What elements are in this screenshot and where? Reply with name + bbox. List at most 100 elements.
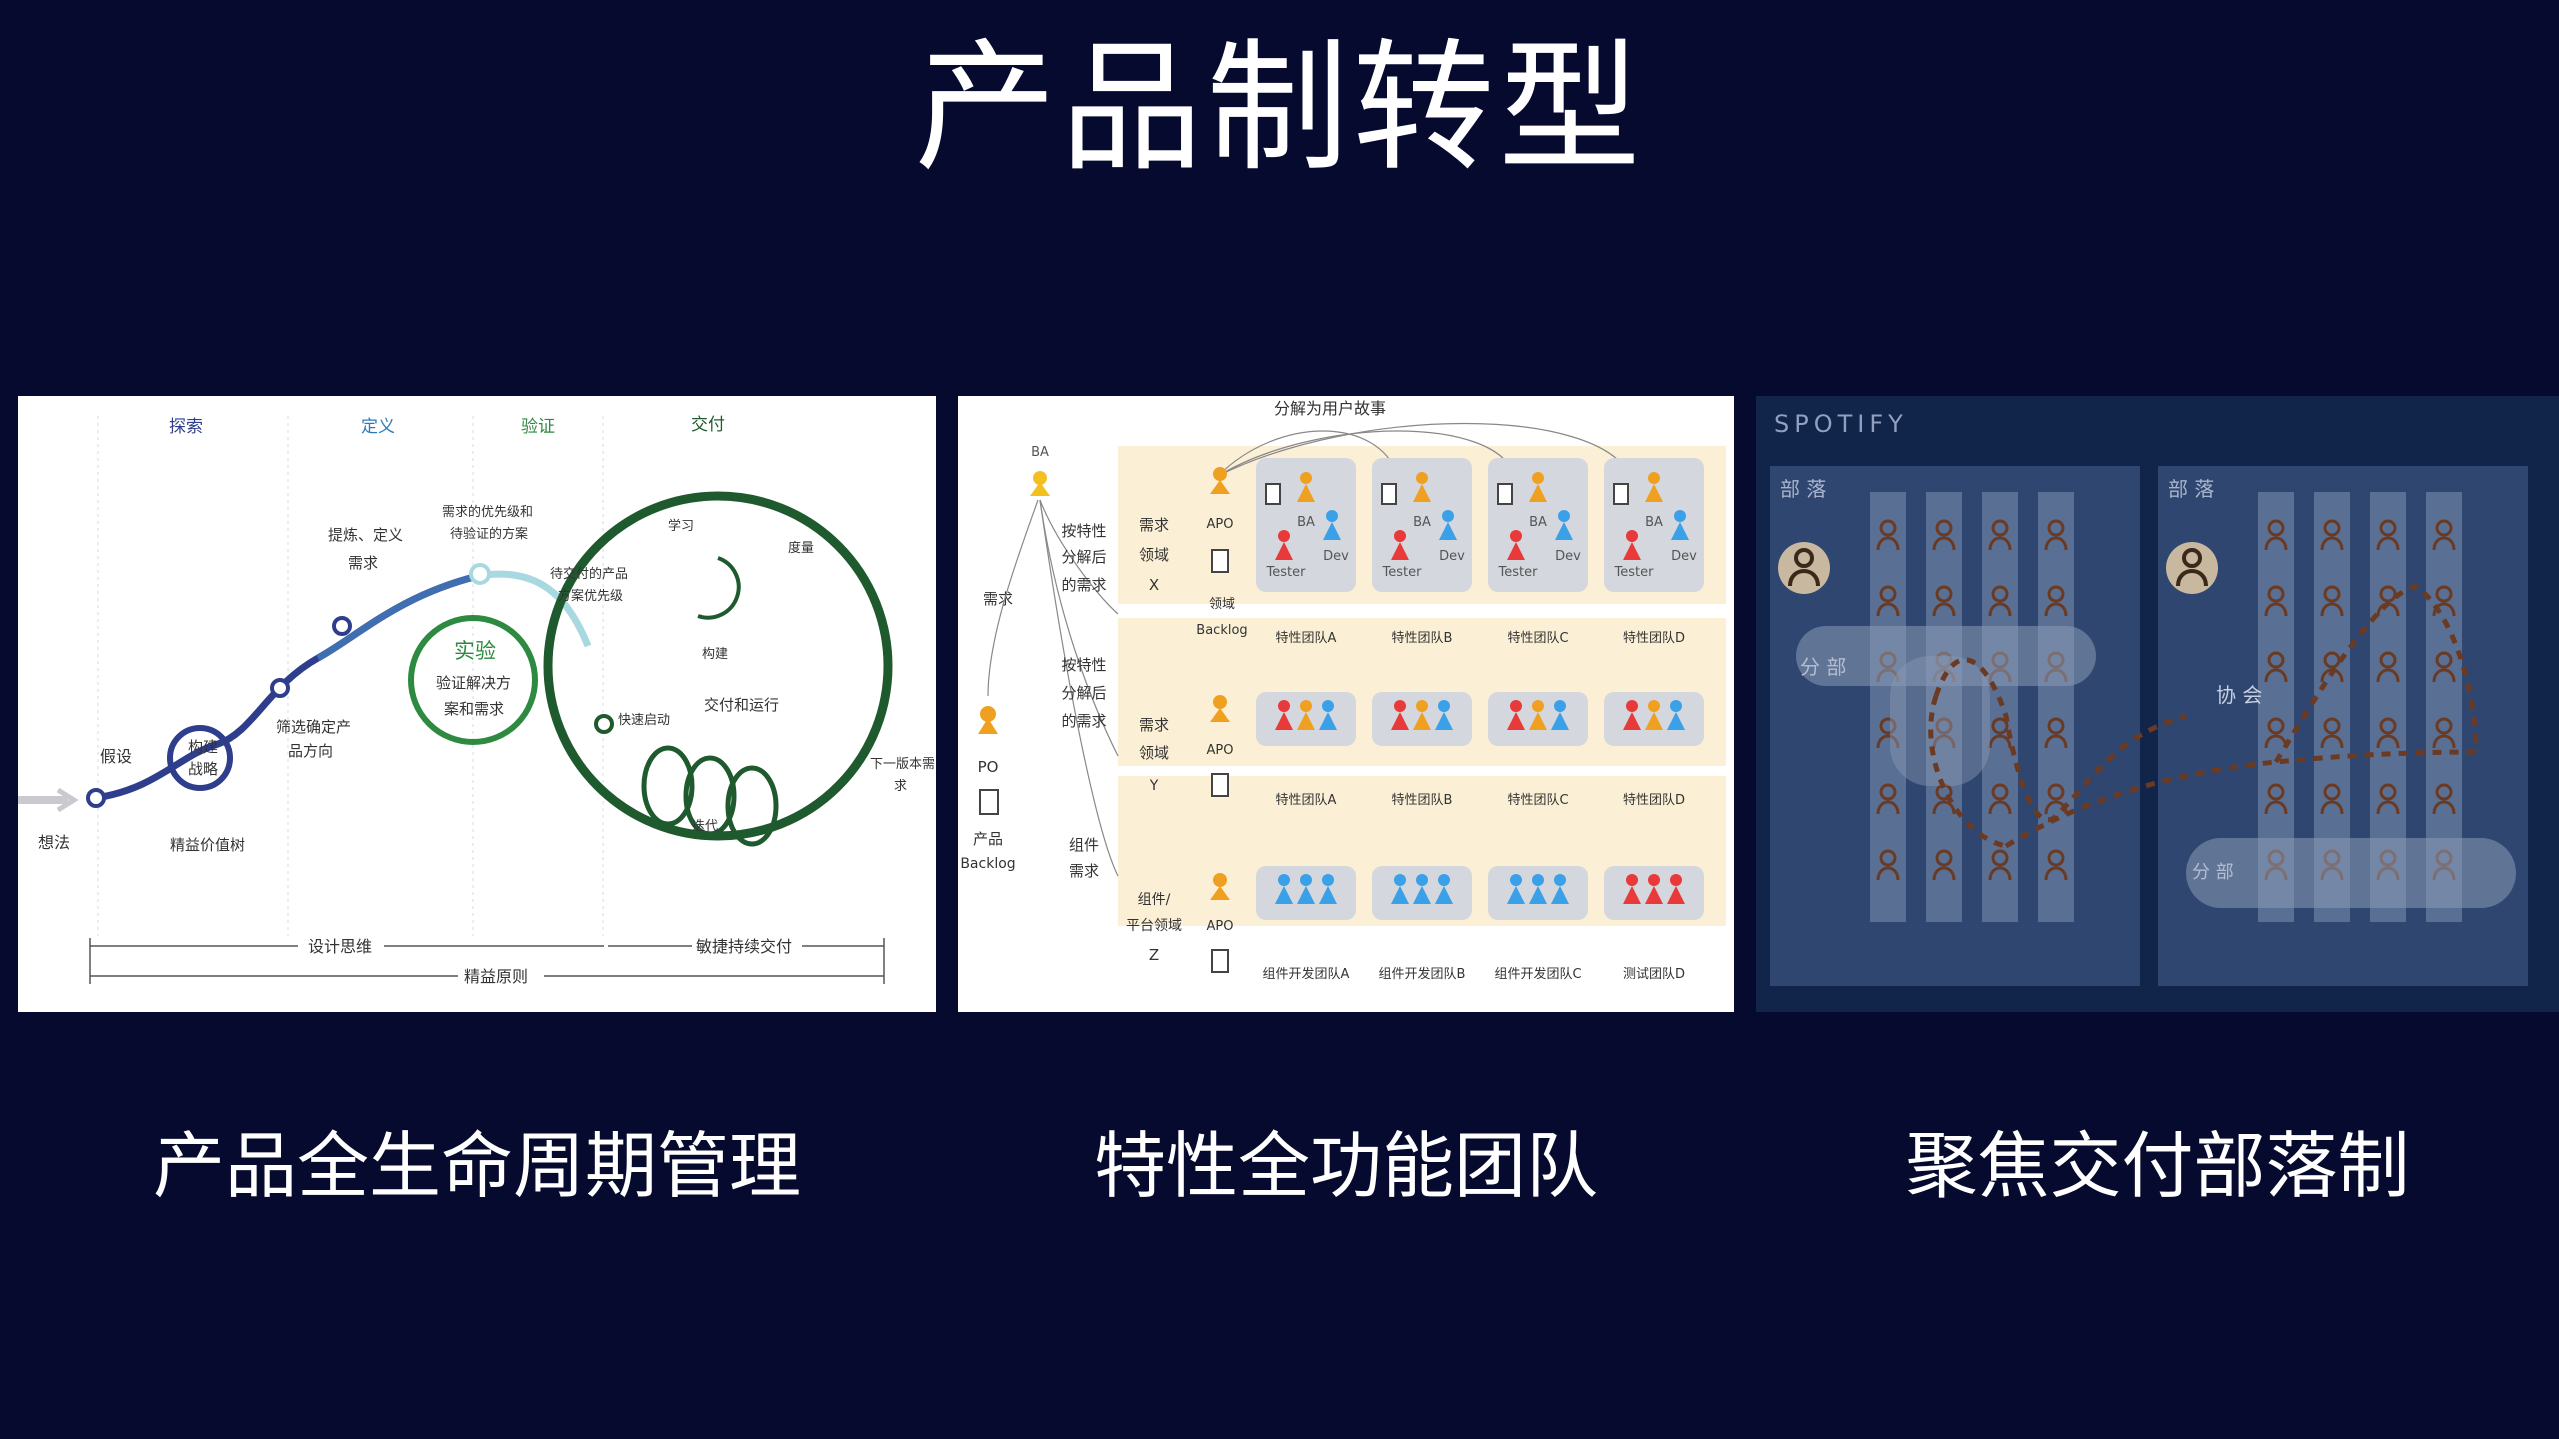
label-next-2: 求 [894,779,907,794]
ba-person-icon [1645,472,1663,502]
member-person-icon [1623,700,1641,730]
member-icon [1988,717,2012,749]
member-person-icon [1319,874,1337,904]
row1-domain-3: X [1149,576,1159,594]
member-icon [2320,783,2344,815]
story-doc-icon [1497,483,1513,505]
row2-split-1: 按特性 [1061,656,1106,674]
member-icon [1988,519,2012,551]
row3-split-1: 组件 [1069,836,1099,854]
lifecycle-diagram: 探索 定义 验证 交付 想法 假设 构建 战略 精益价值树 筛选确定产 品方向 … [18,396,936,1012]
member-icon [2044,849,2068,881]
phase-deliver: 交付 [691,415,725,435]
row1-team-b: 特性团队B [1392,631,1453,646]
member-person-icon [1319,700,1337,730]
row3-split-2: 需求 [1069,862,1099,880]
row1-team-a: 特性团队A [1276,631,1337,646]
row1-team-d: 特性团队D [1623,631,1685,646]
domain-backlog-2: Backlog [1196,623,1247,638]
label-product-backlog-2: Backlog [960,856,1015,872]
member-icon [2044,717,2068,749]
chapter-label-2: 分 部 [2192,862,2234,883]
member-person-icon [1275,874,1293,904]
tester-person-icon [1275,530,1293,560]
label-prio-1: 需求的优先级和 [442,504,533,520]
label-design-thinking: 设计思维 [308,937,372,956]
row1-split-1: 按特性 [1061,522,1106,540]
row2-domain-3: Y [1149,778,1159,794]
label-strategy-1: 构建 [188,738,218,756]
dev-person-icon [1555,510,1573,540]
label-po: PO [978,758,999,776]
member-person-icon [1413,700,1431,730]
label-value-tree: 精益价值树 [170,836,245,854]
role-dev: Dev [1555,549,1581,564]
member-icon [2264,585,2288,617]
row3-team-a: 组件开发团队A [1263,966,1350,982]
caption-lifecycle: 产品全生命周期管理 [152,1124,801,1208]
member-icon [1932,717,1956,749]
member-icon [2432,783,2456,815]
label-next-1: 下一版本需 [870,757,935,772]
member-icon [2320,585,2344,617]
label-measure: 度量 [788,540,814,556]
member-icon [2320,519,2344,551]
member-person-icon [1645,700,1663,730]
row2-team-a: 特性团队A [1276,793,1337,808]
role-dev: Dev [1439,549,1465,564]
ba-person-icon [1529,472,1547,502]
member-person-icon [1391,700,1409,730]
domain-backlog-1: 领域 [1209,597,1235,612]
member-icon [2432,717,2456,749]
member-icon [1876,519,1900,551]
member-icon [2044,519,2068,551]
member-icon [1988,783,2012,815]
story-doc-icon [1381,483,1397,505]
row1-split-2: 分解后 [1061,548,1106,566]
caption-feature-team: 特性全功能团队 [1093,1124,1598,1208]
member-icon [2376,651,2400,683]
row3-domain-3: Z [1149,946,1159,964]
member-icon [2376,783,2400,815]
label-refine-1: 提炼、定义 [328,526,403,544]
label-refine-2: 需求 [348,554,378,572]
label-prio-2: 待验证的方案 [450,526,528,542]
phase-define: 定义 [361,417,395,437]
member-person-icon [1667,700,1685,730]
row3-team-c: 组件开发团队C [1494,966,1581,982]
row2-split-2: 分解后 [1061,684,1106,702]
member-person-icon [1297,700,1315,730]
member-person-icon [1275,700,1293,730]
label-learn: 学习 [668,518,694,534]
phase-explore: 探索 [169,417,203,437]
member-icon [1932,849,1956,881]
row3-apo: APO [1207,919,1234,934]
role-ba: BA [1645,515,1663,530]
row3-domain-2: 平台领域 [1126,918,1182,934]
role-tester: Tester [1266,565,1307,580]
ba-person-icon [1297,472,1315,502]
caption-tribe: 聚焦交付部落制 [1905,1124,2410,1208]
member-icon [2044,783,2068,815]
row3-team-b: 组件开发团队B [1379,966,1466,982]
label-exp-title: 实验 [454,639,496,663]
label-build: 构建 [702,647,728,662]
dev-person-icon [1323,510,1341,540]
spotify-tribe-diagram: SPOTIFY 部 落 部 落 分 部 协 会 分 部 [1756,396,2559,1012]
chapter-label: 分 部 [1800,655,1846,679]
tribe-label-2: 部 落 [2168,477,2214,501]
ba-person-icon [1413,472,1431,502]
label-deliver: 交付和运行 [704,696,779,714]
label-exp-1: 验证解决方 [436,674,511,692]
tester-person-icon [1507,530,1525,560]
row3-domain-1: 组件/ [1138,892,1171,908]
member-icon [2432,651,2456,683]
member-person-icon [1551,700,1569,730]
phase-validate: 验证 [521,417,555,437]
member-icon [1876,783,1900,815]
member-icon [2044,585,2068,617]
member-icon [2432,585,2456,617]
member-person-icon [1551,874,1569,904]
dev-person-icon [1439,510,1457,540]
member-person-icon [1435,874,1453,904]
